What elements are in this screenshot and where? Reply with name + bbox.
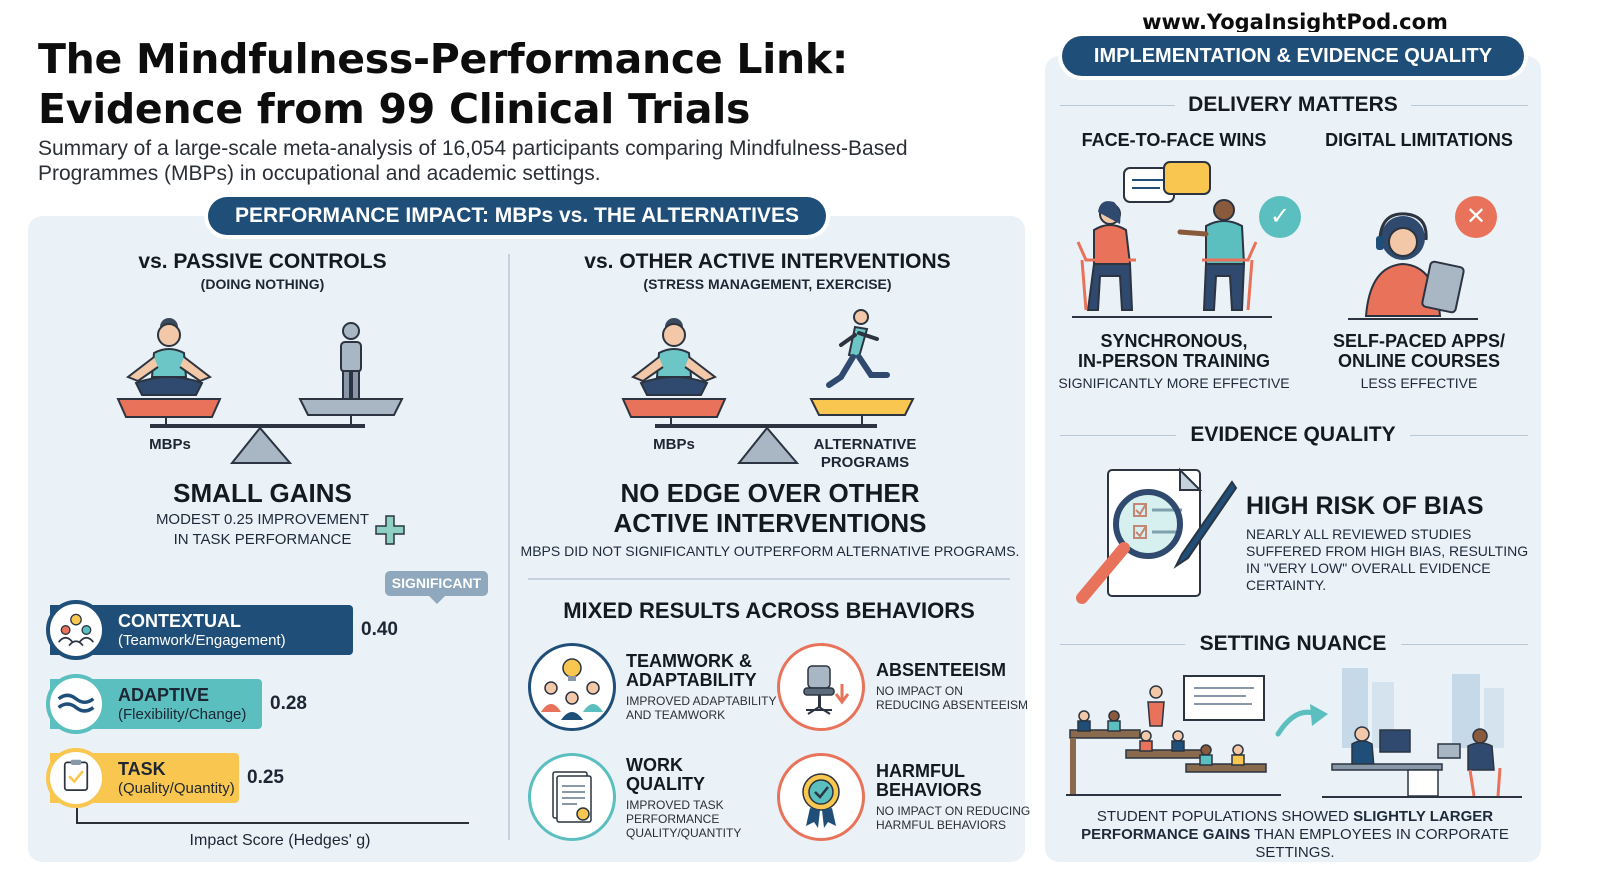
impact-bar-name: TASK (118, 759, 166, 779)
running-person-icon (826, 309, 890, 388)
setting-nuance-text-bold: SLIGHTLY LARGER PERFORMANCE GAINS (1081, 808, 1494, 843)
standing-person-icon (340, 322, 362, 400)
active-interventions-subheading: (STRESS MANAGEMENT, EXERCISE) (643, 276, 892, 292)
no-edge-title-line-2: ACTIVE INTERVENTIONS (613, 508, 927, 538)
small-gains-line-1: MODEST 0.25 IMPROVEMENT (155, 511, 370, 528)
chart-x-axis (76, 822, 469, 824)
in-person-training-illustration (1072, 161, 1272, 318)
work-quality-icon (528, 753, 616, 841)
column-divider (508, 254, 510, 840)
absenteeism-desc-line-1: NO IMPACT ON (876, 684, 963, 698)
implementation-banner: IMPLEMENTATION & EVIDENCE QUALITY (1062, 36, 1524, 76)
no-edge-title-line-1: NO EDGE OVER OTHER (620, 478, 920, 508)
self-paced-description: LESS EFFECTIVE (1360, 375, 1478, 391)
website-url[interactable]: www.YogaInsightPod.com (1142, 10, 1448, 34)
work-quality-desc-line-2: PERFORMANCE (626, 812, 720, 826)
in-person-description: SIGNIFICANTLY MORE EFFECTIVE (1058, 375, 1290, 391)
harmful-desc-line-1: NO IMPACT ON REDUCING (876, 804, 1031, 818)
teamwork-desc-line-2: AND TEAMWORK (626, 708, 726, 722)
balance-scale-active-illustration (621, 309, 915, 464)
impact-bar-name: ADAPTIVE (118, 685, 210, 705)
delivery-matters-heading: DELIVERY MATTERS (1175, 93, 1411, 117)
arrow-right-icon (1275, 704, 1328, 737)
teamwork-title-line-1: TEAMWORK & (626, 651, 752, 671)
alternative-programs-label-line-2: PROGRAMS (820, 454, 910, 471)
work-quality-title-line-2: QUALITY (626, 774, 705, 794)
magnifier-report-icon (1076, 467, 1238, 604)
team-icon (46, 600, 106, 660)
work-quality-desc-line-1: IMPROVED TASK (626, 798, 724, 812)
teamwork-adaptability-icon (528, 643, 616, 731)
impact-bar-value: 0.28 (270, 693, 307, 714)
setting-nuance-text-part-2: THAN EMPLOYEES IN CORPORATE SETTINGS. (1250, 826, 1509, 861)
high-risk-bias-description: NEARLY ALL REVIEWED STUDIES SUFFERED FRO… (1246, 526, 1529, 593)
absenteeism-desc-line-2: REDUCING ABSENTEEISM (876, 698, 1029, 712)
self-paced-title-line-2: ONLINE COURSES (1337, 351, 1501, 371)
alternative-programs-label-line-1: ALTERNATIVE (813, 436, 917, 453)
small-gains-line-2: IN TASK PERFORMANCE (173, 531, 352, 548)
self-paced-title-line-1: SELF-PACED APPS/ (1332, 331, 1506, 351)
teamwork-title-line-2: ADAPTABILITY (626, 670, 757, 690)
in-person-title-line-1: SYNCHRONOUS, (1100, 331, 1248, 351)
plus-icon (375, 515, 405, 545)
meditating-person-icon (125, 318, 213, 396)
harmful-title-line-2: BEHAVIORS (876, 780, 982, 800)
impact-bar-value: 0.40 (361, 619, 398, 640)
page-subtitle: Summary of a large-scale meta-analysis o… (38, 137, 908, 185)
impact-bar-value: 0.25 (247, 767, 284, 788)
harmful-behaviors-icon (777, 753, 865, 841)
mbps-scale-label-active: MBPs (653, 436, 695, 453)
absenteeism-title: ABSENTEEISM (876, 660, 1007, 680)
active-interventions-heading: vs. OTHER ACTIVE INTERVENTIONS (584, 250, 951, 273)
meditating-person-icon (630, 318, 718, 396)
impact-bar-description: (Quality/Quantity) (118, 780, 235, 797)
corporate-office-illustration (1322, 668, 1522, 798)
check-icon: ✓ (1259, 196, 1301, 238)
impact-bar-name: CONTEXTUAL (118, 611, 241, 631)
small-gains-title: SMALL GAINS (173, 478, 352, 508)
section-separator (528, 578, 1010, 580)
passive-controls-subheading: (DOING NOTHING) (200, 276, 325, 292)
passive-controls-heading: vs. PASSIVE CONTROLS (138, 250, 387, 273)
absenteeism-icon (777, 643, 865, 731)
no-edge-description: MBPs DID NOT SIGNIFICANTLY OUTPERFORM AL… (520, 543, 1020, 559)
online-course-illustration (1348, 212, 1478, 320)
wave-icon (46, 674, 106, 734)
work-quality-desc-line-3: QUALITY/QUANTITY (626, 826, 742, 840)
chart-axis-tick (76, 808, 78, 824)
page-title: The Mindfulness-Performance Link: Eviden… (38, 34, 1038, 134)
performance-impact-banner: PERFORMANCE IMPACT: MBPs vs. THE ALTERNA… (208, 197, 826, 235)
high-risk-bias-title: HIGH RISK OF BIAS (1246, 492, 1484, 520)
teamwork-desc-line-1: IMPROVED ADAPTABILITY (626, 694, 777, 708)
cross-icon: ✕ (1455, 196, 1497, 238)
mbps-scale-label-passive: MBPs (149, 436, 191, 453)
face-to-face-heading: FACE-TO-FACE WINS (1081, 130, 1267, 150)
title-line-2: Evidence from 99 Clinical Trials (38, 85, 751, 133)
evidence-quality-heading: EVIDENCE QUALITY (1176, 423, 1410, 447)
clipboard-icon (46, 748, 106, 808)
significant-badge: SIGNIFICANT (385, 571, 488, 604)
digital-limitations-heading: DIGITAL LIMITATIONS (1325, 130, 1513, 150)
in-person-title-line-2: IN-PERSON TRAINING (1077, 351, 1270, 371)
title-line-1: The Mindfulness-Performance Link: (38, 35, 848, 83)
setting-nuance-heading: SETTING NUANCE (1185, 632, 1401, 656)
classroom-illustration (1066, 675, 1281, 796)
harmful-title-line-1: HARMFUL (876, 761, 965, 781)
work-quality-title-line-1: WORK (626, 755, 683, 775)
harmful-desc-line-2: HARMFUL BEHAVIORS (876, 818, 1007, 832)
setting-nuance-text-part-1: STUDENT POPULATIONS SHOWED (1096, 808, 1354, 825)
balance-scale-passive-illustration (116, 318, 404, 464)
impact-bar-description: (Flexibility/Change) (118, 706, 247, 723)
setting-nuance-text: STUDENT POPULATIONS SHOWED SLIGHTLY LARG… (1060, 808, 1530, 862)
mixed-results-heading: MIXED RESULTS ACROSS BEHAVIORS (563, 598, 975, 623)
impact-bar-description: (Teamwork/Engagement) (118, 632, 286, 649)
chart-axis-label: Impact Score (Hedges' g) (189, 832, 371, 849)
